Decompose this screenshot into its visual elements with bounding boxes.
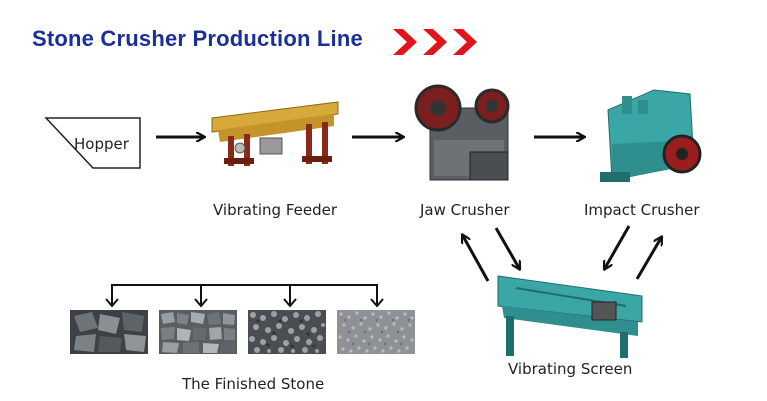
finished-stone-label: The Finished Stone: [182, 375, 325, 393]
stone-sample-medium-image: [159, 310, 237, 354]
distribution-bracket: [111, 284, 378, 305]
stone-sample-fine-image: [248, 310, 326, 354]
arrow-down-icon: [605, 225, 631, 268]
vibrating-screen-image: [497, 275, 643, 358]
vibrating-feeder-image: [211, 101, 339, 166]
vibrating-screen-label: Vibrating Screen: [508, 360, 633, 378]
arrow-up-icon: [635, 238, 661, 280]
arrow-down-icon: [494, 227, 519, 268]
impact-crusher-image: [600, 89, 702, 182]
arrow-up-icon: [463, 236, 490, 282]
chevron-arrows-icon: [393, 29, 477, 55]
jaw-crusher-label: Jaw Crusher: [420, 201, 510, 219]
stone-sample-gravel-image: [337, 310, 415, 354]
page-title: Stone Crusher Production Line: [32, 26, 363, 51]
stone-sample-coarse-image: [70, 310, 148, 354]
impact-crusher-label: Impact Crusher: [584, 201, 700, 219]
hopper-shape: [44, 117, 141, 169]
vibrating-feeder-label: Vibrating Feeder: [213, 201, 338, 219]
jaw-crusher-image: [414, 84, 510, 181]
hopper-label: Hopper: [74, 135, 129, 153]
